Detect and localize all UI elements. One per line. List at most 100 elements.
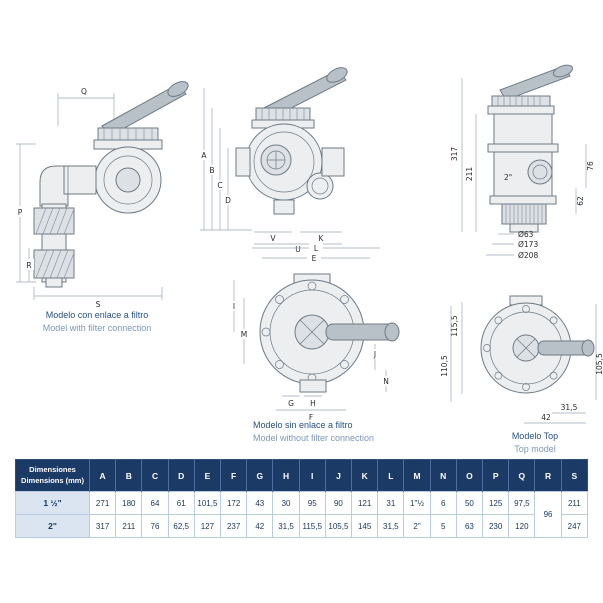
- cell: 127: [193, 514, 222, 538]
- cell: 30: [272, 491, 300, 515]
- cell: 121: [351, 491, 379, 515]
- col-header-q: Q: [508, 459, 535, 492]
- cell: 97,5: [508, 491, 536, 515]
- col-header-i: I: [298, 459, 326, 492]
- valve-handle: [537, 339, 595, 357]
- table-row-2-inch: 2" 317 211 76 62,5 127 237 42 31,5 115,5…: [15, 514, 589, 538]
- dim-label-k: K: [319, 234, 325, 243]
- dim-label-110-5: 110,5: [440, 355, 449, 377]
- col-header-p: P: [482, 459, 509, 492]
- dim-label-i: I: [233, 302, 235, 311]
- dimensions-table: Dimensiones Dimensions (mm) A B C D E F …: [15, 459, 589, 538]
- dim-label-m: M: [241, 330, 247, 339]
- cell: 237: [220, 514, 248, 538]
- drawing-top-view: L E I M J N: [229, 243, 400, 422]
- col-header-h: H: [272, 459, 300, 492]
- dim-label-42: 42: [541, 413, 551, 422]
- dim-label-h: H: [310, 399, 316, 408]
- table-row-1-5-inch: 1 ½" 271 180 64 61 101,5 172 43 30 95 90…: [15, 491, 589, 538]
- cell: 211: [560, 491, 589, 515]
- cell: 31: [377, 491, 405, 515]
- cell: 62,5: [167, 514, 195, 538]
- threaded-coupling-lower: [33, 249, 75, 279]
- drawing-front-view: A B C D V K: [199, 67, 348, 254]
- cell: 120: [508, 514, 536, 538]
- cell: 5: [429, 514, 457, 538]
- dim-label-l: L: [314, 244, 319, 253]
- dim-label-e: E: [312, 254, 317, 263]
- row-label: 2": [15, 514, 90, 538]
- cell: 95: [298, 491, 326, 515]
- dim-label-p: P: [18, 208, 23, 217]
- caption-top-model-en: Top model: [514, 443, 556, 454]
- cell: 317: [88, 514, 117, 538]
- valve-handle: [101, 81, 189, 137]
- dim-label-31-5: 31,5: [561, 403, 578, 412]
- threaded-coupling-upper: [33, 207, 75, 235]
- col-header-e: E: [193, 459, 221, 492]
- caption-with-filter: Modelo con enlace a filtro Model with fi…: [20, 309, 174, 334]
- cell: 1"½: [403, 491, 431, 515]
- cell: 125: [482, 491, 510, 515]
- col-header-j: J: [324, 459, 352, 492]
- cell: 42: [246, 514, 274, 538]
- dim-label-f: F: [309, 413, 313, 422]
- drawing-top-mount: 2" 317 211 76 62 Ø63 Ø173 Ø208: [450, 64, 595, 260]
- caption-with-filter-es: Modelo con enlace a filtro: [45, 310, 149, 320]
- cell: 180: [115, 491, 143, 515]
- cell: 172: [220, 491, 248, 515]
- caption-without-filter-es: Modelo sin enlace a filtro: [253, 420, 353, 430]
- cell: 101,5: [193, 491, 222, 515]
- dim-label-n: N: [383, 377, 389, 386]
- col-header-c: C: [141, 459, 169, 492]
- drawing-top-model: 115,5 110,5 105,5 31,5 42: [440, 295, 603, 424]
- dim-label-d173: Ø173: [518, 240, 538, 249]
- col-header-f: F: [220, 459, 247, 492]
- col-header-d: D: [167, 459, 195, 492]
- dim-label-76: 76: [586, 161, 595, 171]
- cell: 105,5: [324, 514, 353, 538]
- dim-label-g: G: [288, 399, 294, 408]
- valve-handle: [325, 322, 400, 342]
- cell: 145: [351, 514, 379, 538]
- dim-label-317: 317: [450, 147, 459, 162]
- cell: 50: [455, 491, 484, 515]
- threaded-collar: [501, 203, 547, 225]
- caption-with-filter-en: Model with filter connection: [42, 322, 152, 333]
- dim-label-62: 62: [576, 196, 585, 206]
- dim-label-q: Q: [81, 87, 87, 96]
- row-label: 1 ½": [15, 491, 90, 515]
- dim-label-u: U: [295, 245, 301, 254]
- table-header-dimensions: Dimensiones Dimensions (mm): [15, 459, 90, 492]
- dim-label-j: J: [373, 350, 376, 359]
- cell: 31,5: [272, 514, 300, 538]
- dim-label-211: 211: [465, 167, 474, 182]
- cell: 271: [88, 491, 117, 515]
- table-header-row: Dimensiones Dimensions (mm) A B C D E F …: [15, 459, 588, 492]
- port-size-label: 2": [504, 173, 512, 182]
- cell: 31,5: [377, 514, 405, 538]
- dim-label-d63: Ø63: [518, 230, 534, 239]
- cell: 64: [141, 491, 169, 515]
- dim-label-105-5: 105,5: [595, 353, 603, 375]
- caption-without-filter-en: Model without filter connection: [253, 432, 375, 443]
- col-header-n: N: [429, 459, 457, 492]
- col-header-a: A: [88, 459, 116, 492]
- dim-label-115-5: 115,5: [450, 315, 459, 337]
- dim-label-b: B: [209, 166, 214, 175]
- col-header-l: L: [377, 459, 404, 492]
- cell: 247: [560, 514, 589, 538]
- col-header-r: R: [534, 459, 562, 492]
- caption-top-model: Modelo Top Top model: [476, 430, 594, 455]
- cell-merged-r: 96: [534, 491, 562, 538]
- caption-without-filter: Modelo sin enlace a filtro Model without…: [253, 419, 433, 444]
- table-header-line2: Dimensions (mm): [21, 475, 84, 485]
- col-header-b: B: [115, 459, 142, 492]
- cell: 230: [482, 514, 510, 538]
- dim-label-a: A: [201, 151, 207, 160]
- caption-top-model-es: Modelo Top: [511, 431, 559, 441]
- cell: 90: [324, 491, 353, 515]
- col-header-k: K: [351, 459, 378, 492]
- dim-label-v: V: [270, 234, 276, 243]
